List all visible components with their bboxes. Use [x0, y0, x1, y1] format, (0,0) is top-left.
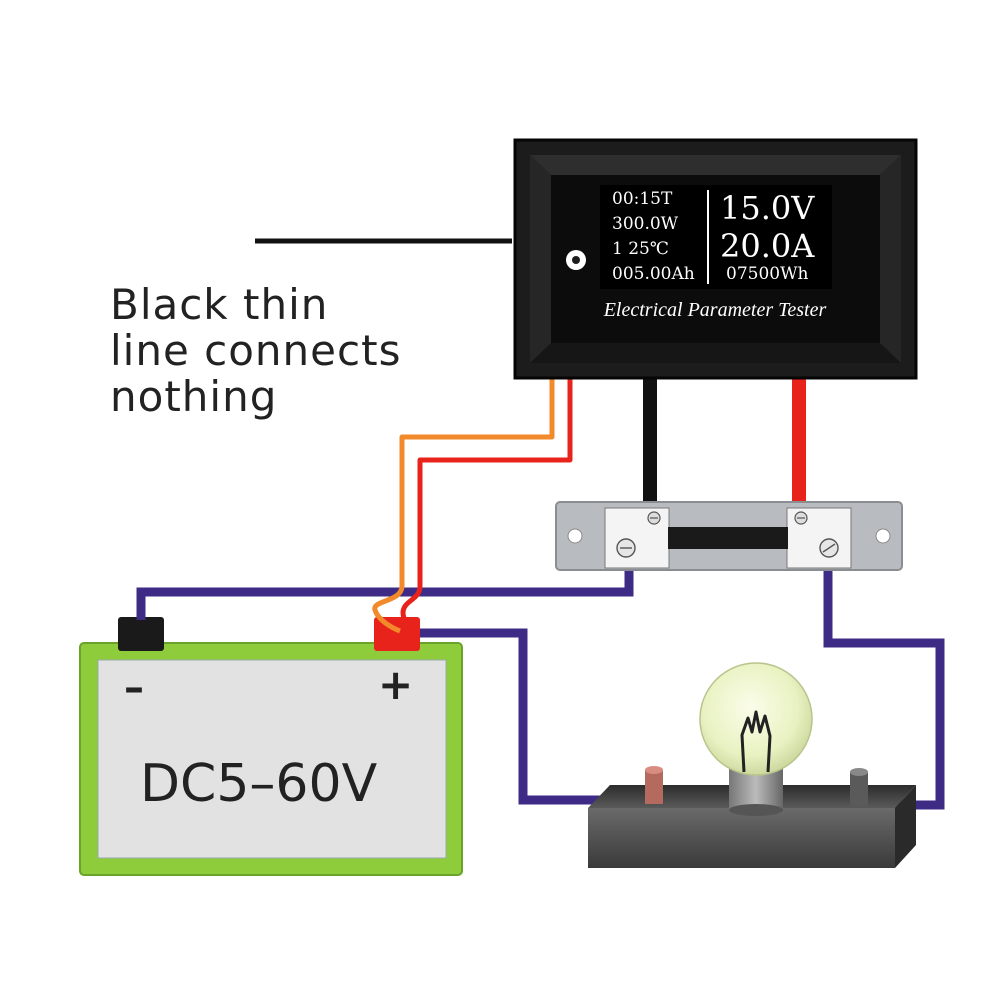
annotation-line-2: line connects [110, 326, 402, 375]
reading-temperature: 1 25℃ [612, 239, 669, 259]
annotation-line-3: nothing [110, 372, 278, 421]
reading-voltage: 15.0V [720, 189, 815, 227]
negative-terminal [118, 617, 164, 651]
annotation-text: Black thin line connects nothing [110, 282, 470, 420]
screw-terminal-icon [647, 511, 661, 525]
meter [513, 138, 918, 380]
screw-terminal-icon [819, 538, 839, 558]
screw-terminal-icon [616, 538, 636, 558]
lamp-post-right [850, 772, 868, 806]
annotation-line-1: Black thin [110, 280, 329, 329]
meter-leads [643, 375, 806, 510]
meter-caption: Electrical Parameter Tester [603, 299, 827, 321]
battery [79, 617, 463, 876]
reading-energy: 07500Wh [726, 264, 809, 284]
light-bulb-icon [699, 662, 813, 816]
reading-capacity: 005.00Ah [612, 264, 695, 284]
reading-time: 00:15T [612, 189, 673, 209]
screw-terminal-icon [794, 511, 808, 525]
reading-current: 20.0A [720, 227, 815, 265]
battery-label: DC5–60V [140, 754, 378, 814]
mounting-hole-icon [875, 528, 891, 544]
lamp-post-left [645, 770, 663, 804]
sense-leads [372, 378, 573, 634]
battery-positive-symbol: + [378, 660, 414, 709]
lamp [588, 662, 916, 868]
battery-negative-symbol: – [124, 665, 144, 711]
shunt [555, 501, 903, 571]
mounting-hole-icon [567, 528, 583, 544]
reading-power: 300.0W [612, 214, 679, 234]
